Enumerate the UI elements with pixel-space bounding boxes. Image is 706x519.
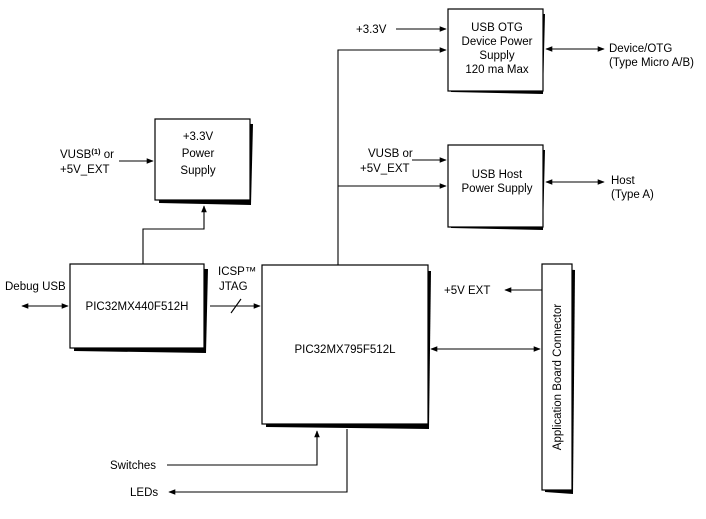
host-label: Host xyxy=(611,175,635,187)
vusb-host-text: VUSB or xyxy=(368,148,413,160)
wire-vusb-to-host-supply: VUSB or +5V_EXT xyxy=(360,148,447,175)
switches-label: Switches xyxy=(110,460,156,472)
usb-otg-supply-line-3: Supply xyxy=(479,50,514,62)
usb-host-power-supply-block: USB Host Power Supply xyxy=(447,144,545,230)
host-type-label: (Type A) xyxy=(611,189,654,201)
usb-host-supply-line-2: Power Supply xyxy=(462,183,533,195)
wire-3v3-to-otg: +3.3V xyxy=(356,24,447,36)
power-supply-3v3-block: +3.3V Power Supply xyxy=(154,118,253,205)
usb-otg-supply-line-2: Device Power xyxy=(462,36,533,48)
vusb-note-or: or xyxy=(101,149,115,161)
wire-pic440-to-power-supply xyxy=(142,205,207,264)
wire-leds: LEDs xyxy=(130,429,348,499)
vusb-note-text: VUSB xyxy=(60,149,92,161)
plus-5v-ext-host-label: +5V_EXT xyxy=(360,163,410,175)
device-otg-label: Device/OTG xyxy=(609,43,672,55)
pic32mx440-label: PIC32MX440F512H xyxy=(86,301,189,313)
power-supply-line-2: Power xyxy=(182,148,215,160)
usb-otg-supply-line-4: 120 ma Max xyxy=(465,64,529,76)
usb-otg-supply-line-1: USB OTG xyxy=(471,22,523,34)
wire-icsp-jtag: ICSP™ JTAG xyxy=(210,266,261,314)
plus-5v-ext-conn-label: +5V EXT xyxy=(444,285,490,297)
wire-vusb-to-power-supply: VUSB(1) or +5V_EXT xyxy=(60,147,154,176)
application-board-connector-block: Application Board Connector xyxy=(541,263,575,494)
icsp-label: ICSP™ xyxy=(218,266,256,278)
plus-3v3-label: +3.3V xyxy=(356,24,387,36)
vusb-note-superscript: (1) xyxy=(91,147,101,156)
power-supply-line-1: +3.3V xyxy=(183,131,214,143)
device-otg-type-label: (Type Micro A/B) xyxy=(609,57,694,69)
app-connector-label: Application Board Connector xyxy=(552,304,564,451)
wire-otg-to-device: Device/OTG (Type Micro A/B) xyxy=(545,43,694,69)
wire-debug-usb: Debug USB xyxy=(5,281,69,309)
wire-switches: Switches xyxy=(110,430,320,472)
usb-host-supply-line-1: USB Host xyxy=(472,169,523,181)
vusb-note-label: VUSB(1) or xyxy=(60,147,114,161)
debug-usb-label: Debug USB xyxy=(5,281,66,293)
jtag-label: JTAG xyxy=(219,281,248,293)
leds-label: LEDs xyxy=(130,487,158,499)
pic32mx440-block: PIC32MX440F512H xyxy=(69,263,208,353)
vusb-host-label: VUSB or xyxy=(368,148,413,160)
wire-mcu-to-supplies xyxy=(337,47,447,265)
usb-otg-power-supply-block: USB OTG Device Power Supply 120 ma Max xyxy=(447,8,545,94)
pic32mx795-block: PIC32MX795F512L xyxy=(261,264,431,429)
power-supply-line-3: Supply xyxy=(180,165,215,177)
wire-host-supply-to-host: Host (Type A) xyxy=(545,175,654,201)
plus-5v-ext-power-label: +5V_EXT xyxy=(60,164,110,176)
pic32mx795-label: PIC32MX795F512L xyxy=(294,344,396,356)
wire-5v-ext-from-connector: +5V EXT xyxy=(444,285,542,297)
